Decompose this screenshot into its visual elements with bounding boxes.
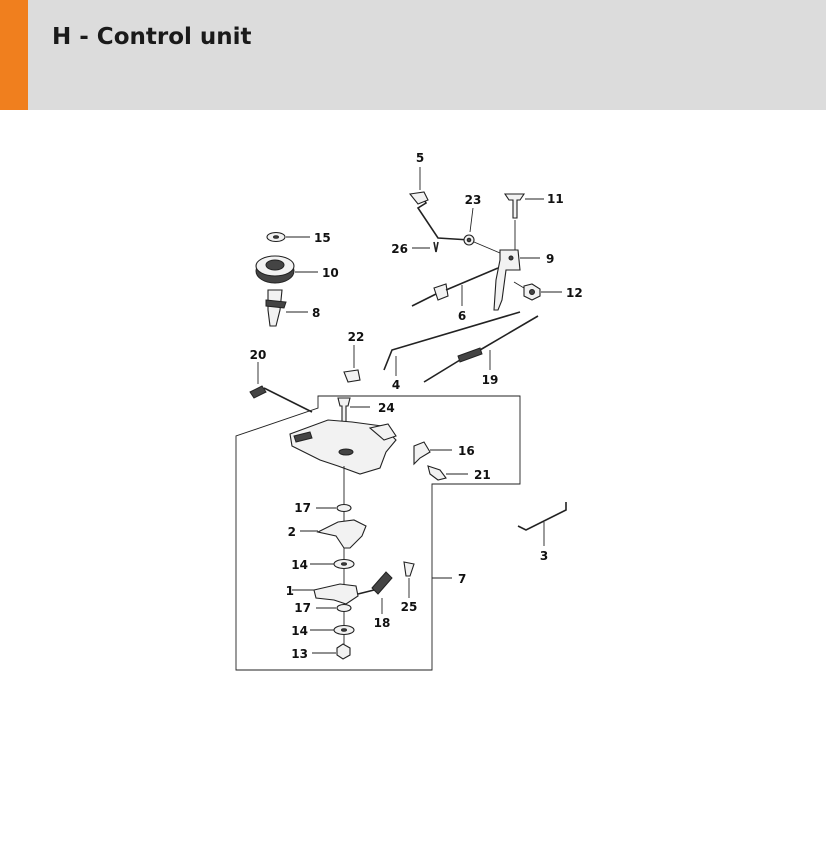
callout-14-lower: 14	[291, 624, 308, 638]
part-17-washer-upper	[316, 503, 352, 513]
callout-24: 24	[378, 401, 395, 415]
part-18-spring	[357, 571, 393, 614]
part-14-washer-upper	[310, 558, 355, 570]
part-6-spring-rod	[411, 267, 499, 307]
assembly-frame	[235, 395, 521, 671]
part-16-lever	[413, 441, 452, 466]
part-10-gear	[255, 255, 318, 284]
callout-16: 16	[458, 444, 475, 458]
callout-26: 26	[391, 242, 408, 256]
part-15-washer	[266, 231, 310, 243]
main-bracket	[289, 419, 397, 475]
callout-8: 8	[312, 306, 320, 320]
callout-1: 1	[286, 584, 294, 598]
part-13-nut	[312, 643, 351, 660]
callout-14: 14	[291, 558, 308, 572]
callout-2: 2	[288, 525, 296, 539]
callout-20: 20	[250, 348, 267, 362]
callout-15: 15	[314, 231, 331, 245]
callout-10: 10	[322, 266, 339, 280]
callout-22: 22	[348, 330, 365, 344]
part-25-screw	[403, 561, 415, 598]
accent-bar	[0, 0, 28, 110]
callout-19: 19	[482, 373, 499, 387]
callout-18: 18	[374, 616, 391, 630]
part-4-link-rod	[383, 311, 521, 376]
part-19-spring-rod	[423, 315, 539, 383]
part-2-governor-arm	[300, 519, 367, 549]
callout-17: 17	[294, 501, 311, 515]
part-8-governor-shaft	[265, 289, 308, 327]
callout-5: 5	[416, 151, 424, 165]
part-21-screw	[427, 465, 468, 481]
callout-21: 21	[474, 468, 491, 482]
part-12-nut	[513, 281, 562, 301]
callout-12: 12	[566, 286, 583, 300]
part-22-screw	[343, 345, 361, 383]
part-3-rod	[517, 502, 567, 546]
callout-13: 13	[291, 647, 308, 661]
callout-23: 23	[465, 193, 482, 207]
callout-11: 11	[547, 192, 564, 206]
callout-9: 9	[546, 252, 554, 266]
callout-4: 4	[392, 378, 400, 392]
callout-3: 3	[540, 549, 548, 563]
part-11-bolt	[503, 193, 544, 252]
callout-25: 25	[401, 600, 418, 614]
callout-17-lower: 17	[294, 601, 311, 615]
part-9-lever-plate	[493, 249, 540, 311]
part-5-throttle-rod	[408, 167, 471, 241]
part-20-spring	[249, 362, 313, 413]
part-17-washer-lower	[316, 603, 352, 613]
part-14-washer-lower	[310, 624, 355, 636]
callout-6: 6	[458, 309, 466, 323]
part-1-lever-plate	[292, 583, 359, 605]
part-26-clip	[412, 241, 439, 253]
page-header	[0, 0, 826, 110]
part-23-bushing	[463, 207, 501, 254]
callout-7: 7	[458, 572, 466, 586]
page-title: H - Control unit	[52, 24, 252, 50]
